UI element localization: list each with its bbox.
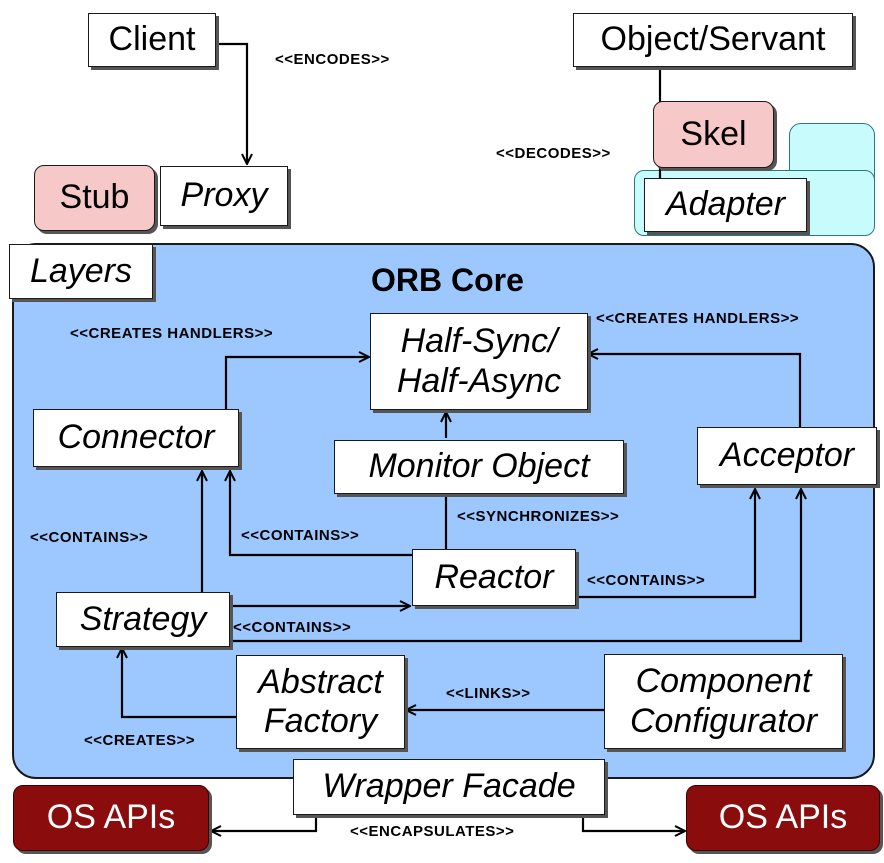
abstract-factory-label-line1: Abstract bbox=[258, 662, 383, 701]
proxy-label: Proxy bbox=[180, 176, 268, 215]
label-contains-connector: <<CONTAINS>> bbox=[241, 527, 360, 544]
component-configurator-box: Component Configurator bbox=[604, 654, 843, 749]
connector-label: Connector bbox=[57, 418, 215, 457]
reactor-label: Reactor bbox=[434, 557, 554, 596]
object-servant-box: Object/Servant bbox=[573, 13, 853, 67]
object-servant-label: Object/Servant bbox=[600, 20, 826, 59]
client-box: Client bbox=[88, 13, 216, 67]
label-contains-strategy: <<CONTAINS>> bbox=[233, 619, 352, 636]
adapter-label: Adapter bbox=[665, 185, 786, 224]
orb-core-title: ORB Core bbox=[371, 262, 524, 298]
label-creates-handlers-right: <<CREATES HANDLERS>> bbox=[596, 310, 800, 327]
label-links: <<LINKS>> bbox=[446, 685, 531, 702]
os-apis-left-box: OS APIs bbox=[13, 785, 209, 851]
proxy-box: Proxy bbox=[160, 166, 288, 226]
arrow-reactor-to-acceptor bbox=[576, 489, 755, 599]
os-apis-right-label: OS APIs bbox=[718, 798, 848, 837]
stub-label: Stub bbox=[59, 178, 130, 217]
arrow-client-to-proxy bbox=[215, 42, 247, 164]
label-encodes: <<ENCODES>> bbox=[275, 51, 390, 68]
arrow-connector-to-halfsync bbox=[224, 357, 369, 409]
arrow-wrapper-to-right-osapis bbox=[581, 815, 685, 831]
arrow-wrapper-to-left-osapis bbox=[211, 815, 318, 831]
adapter-box: Adapter bbox=[644, 178, 807, 232]
wrapper-facade-label: Wrapper Facade bbox=[322, 767, 576, 806]
abstract-factory-box: Abstract Factory bbox=[236, 655, 405, 749]
arrow-acceptor-to-halfsync bbox=[588, 354, 802, 427]
abstract-factory-label-line2: Factory bbox=[263, 702, 378, 740]
wrapper-facade-box: Wrapper Facade bbox=[293, 759, 605, 815]
skel-box: Skel bbox=[653, 101, 774, 168]
acceptor-box: Acceptor bbox=[697, 427, 877, 485]
label-contains-reactor: <<CONTAINS>> bbox=[587, 572, 706, 589]
skel-label: Skel bbox=[680, 114, 747, 153]
half-sync-label-line2: Half-Async bbox=[396, 361, 562, 400]
label-contains-left: <<CONTAINS>> bbox=[30, 529, 149, 546]
stub-box: Stub bbox=[34, 165, 155, 231]
arrow-factory-to-strategy bbox=[122, 648, 236, 719]
arrow-strategy-to-acceptor bbox=[230, 489, 801, 643]
label-creates: <<CREATES>> bbox=[84, 732, 196, 749]
acceptor-label: Acceptor bbox=[719, 436, 855, 475]
component-configurator-label-line2: Configurator bbox=[629, 701, 818, 740]
strategy-box: Strategy bbox=[56, 592, 230, 647]
component-configurator-label-line1: Component bbox=[635, 662, 812, 701]
os-apis-right-box: OS APIs bbox=[686, 785, 880, 851]
client-label: Client bbox=[108, 20, 196, 59]
strategy-label: Strategy bbox=[79, 599, 207, 638]
os-apis-left-label: OS APIs bbox=[46, 798, 176, 837]
layers-box: Layers bbox=[9, 244, 153, 299]
connector-box: Connector bbox=[33, 409, 239, 467]
layers-label: Layers bbox=[29, 251, 133, 290]
monitor-object-label: Monitor Object bbox=[368, 447, 590, 486]
label-creates-handlers-left: <<CREATES HANDLERS>> bbox=[70, 325, 274, 342]
half-sync-half-async-box: Half-Sync/ Half-Async bbox=[370, 313, 588, 410]
arrow-reactor-to-connector bbox=[230, 471, 412, 557]
reactor-box: Reactor bbox=[412, 549, 576, 606]
monitor-object-box: Monitor Object bbox=[334, 440, 624, 494]
label-synchronizes: <<SYNCHRONIZES>> bbox=[457, 508, 620, 525]
half-sync-label-line1: Half-Sync/ bbox=[400, 322, 558, 361]
label-encapsulates: <<ENCAPSULATES>> bbox=[350, 823, 515, 840]
label-decodes: <<DECODES>> bbox=[496, 145, 611, 162]
